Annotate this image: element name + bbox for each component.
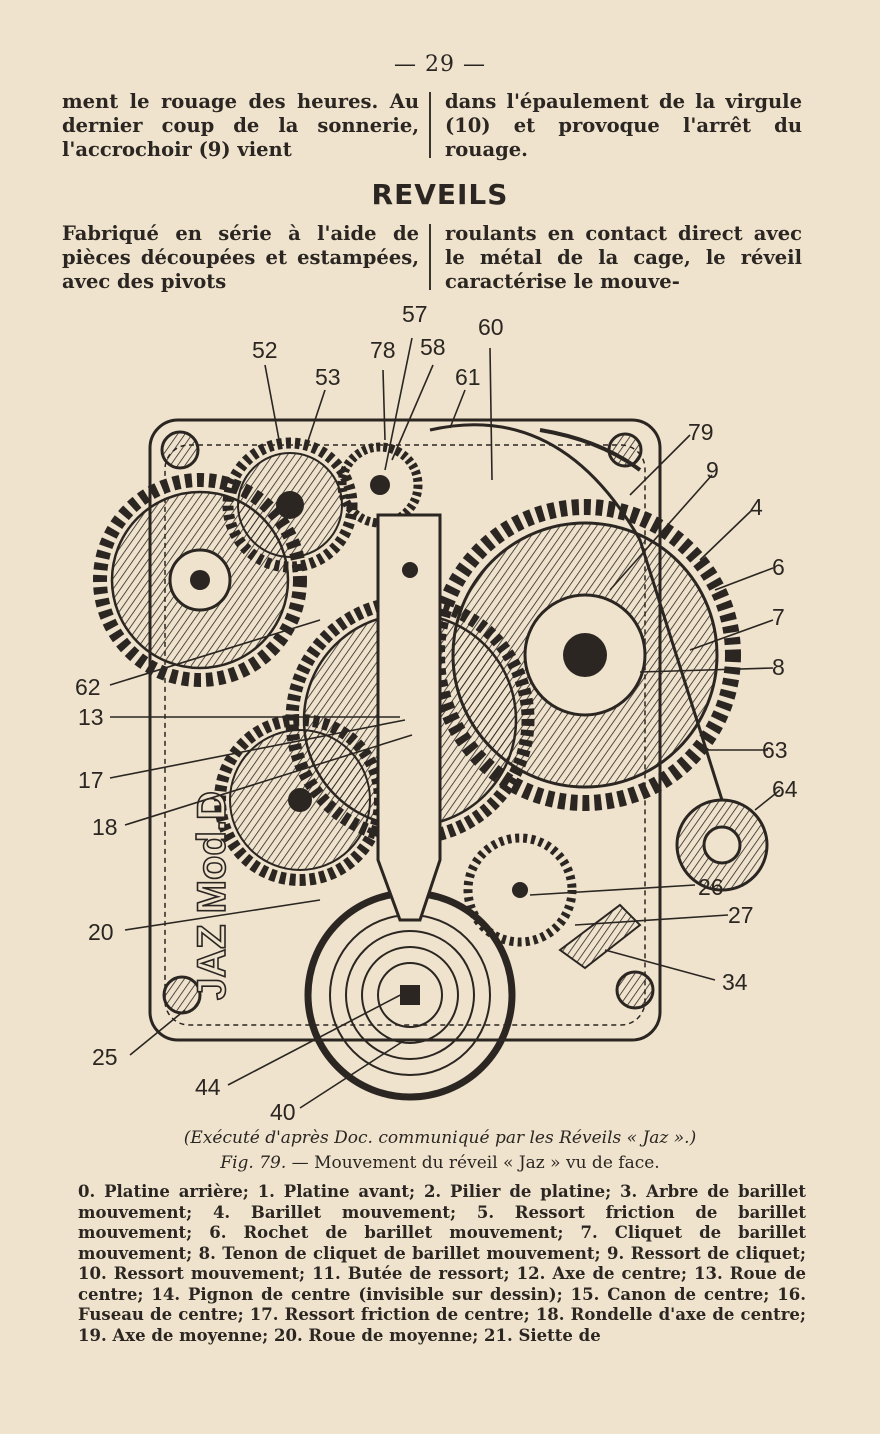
figure-caption-text: — Mouvement du réveil « Jaz » vu de face… bbox=[286, 1153, 660, 1173]
pillar-screw bbox=[607, 432, 643, 468]
label-25: 25 bbox=[92, 1044, 118, 1070]
pillar-screw bbox=[160, 430, 200, 470]
pillar-screw bbox=[615, 970, 655, 1010]
column-divider bbox=[429, 92, 431, 158]
label-7: 7 bbox=[772, 604, 785, 630]
label-78: 78 bbox=[370, 337, 396, 363]
label-44: 44 bbox=[195, 1074, 221, 1100]
top-text-right: dans l'épaulement de la virgule (10) et … bbox=[444, 90, 802, 161]
left-gear-teeth bbox=[93, 473, 307, 687]
top-text-left: ment le rouage des heures. Au dernier co… bbox=[62, 90, 420, 161]
label-20: 20 bbox=[88, 919, 114, 945]
intro-text-left: Fabriqué en série à l'aide de pièces déc… bbox=[62, 222, 420, 293]
label-27: 27 bbox=[728, 902, 754, 928]
label-63: 63 bbox=[762, 737, 788, 763]
label-52: 52 bbox=[252, 337, 278, 363]
label-9: 9 bbox=[706, 457, 719, 483]
figure-credit: (Exécuté d'après Doc. communiqué par les… bbox=[183, 1128, 697, 1148]
figure-caption: Fig. 79. — Mouvement du réveil « Jaz » v… bbox=[0, 1153, 880, 1173]
top-text-columns: ment le rouage des heures. Au dernier co… bbox=[62, 90, 802, 162]
intro-text-right: roulants en contact direct avec le métal… bbox=[444, 222, 802, 293]
parts-legend: 0. Platine arrière; 1. Platine avant; 2.… bbox=[78, 1182, 806, 1345]
label-64: 64 bbox=[772, 776, 798, 802]
barrel-arbor bbox=[563, 633, 607, 677]
label-53: 53 bbox=[315, 364, 341, 390]
clock-movement-figure: JAZ Mod.D bbox=[0, 300, 880, 1125]
label-57: 57 bbox=[402, 301, 428, 327]
column-divider bbox=[429, 224, 431, 290]
label-18: 18 bbox=[92, 814, 118, 840]
jaz-model-stamp: JAZ Mod.D bbox=[190, 791, 234, 1000]
alarm-gear-teeth bbox=[222, 437, 358, 573]
label-79: 79 bbox=[688, 419, 714, 445]
leader-lines bbox=[109, 337, 781, 1109]
label-62: 62 bbox=[75, 674, 101, 700]
intro-text-columns: Fabriqué en série à l'aide de pièces déc… bbox=[62, 222, 802, 294]
label-58: 58 bbox=[420, 334, 446, 360]
label-26: 26 bbox=[698, 874, 724, 900]
label-60: 60 bbox=[478, 314, 504, 340]
centre-bridge bbox=[376, 513, 442, 922]
figure-number: Fig. 79. bbox=[220, 1153, 287, 1173]
label-61: 61 bbox=[455, 364, 481, 390]
barrel-gear-teeth bbox=[429, 499, 741, 811]
label-40: 40 bbox=[270, 1099, 296, 1125]
escape-wheel bbox=[463, 833, 577, 947]
pallet-lever bbox=[558, 903, 642, 970]
section-title: REVEILS bbox=[371, 178, 509, 211]
page-number: — 29 — bbox=[394, 52, 486, 77]
label-4: 4 bbox=[750, 494, 763, 520]
plate-outline-dashed bbox=[164, 444, 646, 1026]
label-17: 17 bbox=[78, 767, 104, 793]
label-13: 13 bbox=[78, 704, 104, 730]
label-34: 34 bbox=[722, 969, 748, 995]
hairspring bbox=[377, 962, 443, 1028]
label-6: 6 bbox=[772, 554, 785, 580]
alarm-wire bbox=[429, 423, 702, 731]
label-8: 8 bbox=[772, 654, 785, 680]
clock-movement-illustration: JAZ Mod.D bbox=[75, 301, 798, 1125]
